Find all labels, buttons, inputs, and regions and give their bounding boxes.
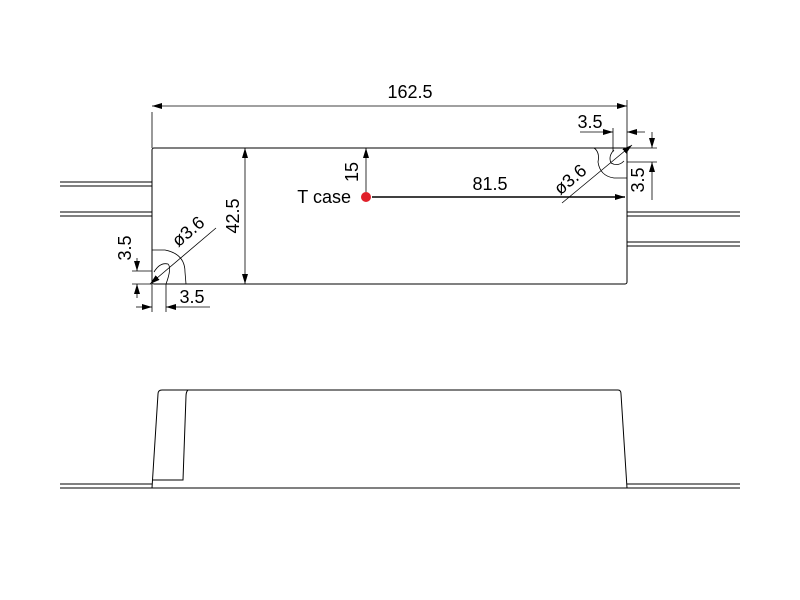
right-hole-diameter-label: ø3.6 xyxy=(550,160,590,198)
tcase-top-offset-label: 15 xyxy=(342,162,362,182)
right-mounting-hole: ø3.6 3.5 3.5 xyxy=(550,112,657,204)
top-view: 162.5 42.5 T case 15 81.5 ø3.6 3.5 xyxy=(60,82,740,312)
left-hole-y-offset-label: 3.5 xyxy=(115,235,135,260)
right-hole-x-offset-label: 3.5 xyxy=(577,112,602,132)
dimension-overall-length: 162.5 xyxy=(151,82,628,148)
left-wires xyxy=(60,181,152,217)
dimension-height: 42.5 xyxy=(223,148,248,284)
tcase-right-offset-label: 81.5 xyxy=(472,174,507,194)
right-hole-y-offset-label: 3.5 xyxy=(628,167,648,192)
overall-length-label: 162.5 xyxy=(387,82,432,102)
end-cap xyxy=(152,389,189,481)
left-hole-diameter-label: ø3.6 xyxy=(168,212,208,250)
tcase-label: T case xyxy=(297,187,351,207)
side-wires xyxy=(60,483,740,489)
tcase-dot xyxy=(361,192,371,202)
left-hole-x-offset-label: 3.5 xyxy=(179,287,204,307)
right-wires xyxy=(627,211,740,247)
case-side-outline xyxy=(151,389,628,489)
side-view xyxy=(60,389,740,489)
left-mounting-hole: ø3.6 3.5 3.5 xyxy=(115,212,217,312)
tcase-marker: T case 15 81.5 xyxy=(297,148,625,207)
height-label: 42.5 xyxy=(223,198,243,233)
